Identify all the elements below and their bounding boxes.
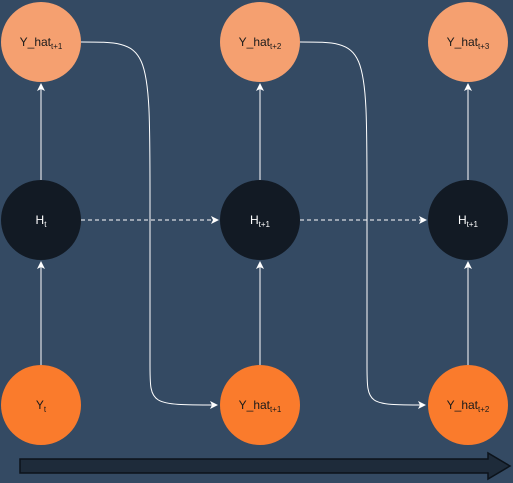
- prediction-node-0-label: Y_hatt+1: [20, 35, 63, 51]
- prediction-row: Y_hatt+1 Y_hatt+2 Y_hatt+3: [1, 2, 508, 82]
- hidden-node-1: [220, 180, 300, 260]
- prediction-node-2: [428, 2, 508, 82]
- input-node-0: [1, 365, 81, 445]
- hidden-node-1-label: Ht+1: [250, 213, 271, 229]
- vertical-edges: [37, 83, 472, 366]
- feedback-edges: [80, 41, 426, 409]
- input-node-2: [428, 365, 508, 445]
- input-node-1-label: Y_hatt+1: [239, 398, 282, 414]
- prediction-node-1: [220, 2, 300, 82]
- timeline-arrow: [19, 451, 512, 481]
- prediction-node-2-label: Y_hatt+3: [447, 35, 490, 51]
- edge-top-1-to-input-2: [299, 41, 426, 409]
- hidden-node-2: [428, 180, 508, 260]
- hidden-node-0: [1, 180, 81, 260]
- input-node-1: [220, 365, 300, 445]
- hidden-node-0-label: Ht: [36, 213, 48, 229]
- prediction-node-1-label: Y_hatt+2: [239, 35, 282, 51]
- hidden-row: Ht Ht+1 Ht+1: [1, 180, 508, 260]
- input-row: Yt Y_hatt+1 Y_hatt+2: [1, 365, 508, 445]
- edge-top-0-to-input-1: [80, 41, 218, 409]
- prediction-node-0: [1, 2, 81, 82]
- input-node-0-label: Yt: [36, 398, 47, 414]
- hidden-node-2-label: Ht+1: [458, 213, 479, 229]
- input-node-2-label: Y_hatt+2: [447, 398, 490, 414]
